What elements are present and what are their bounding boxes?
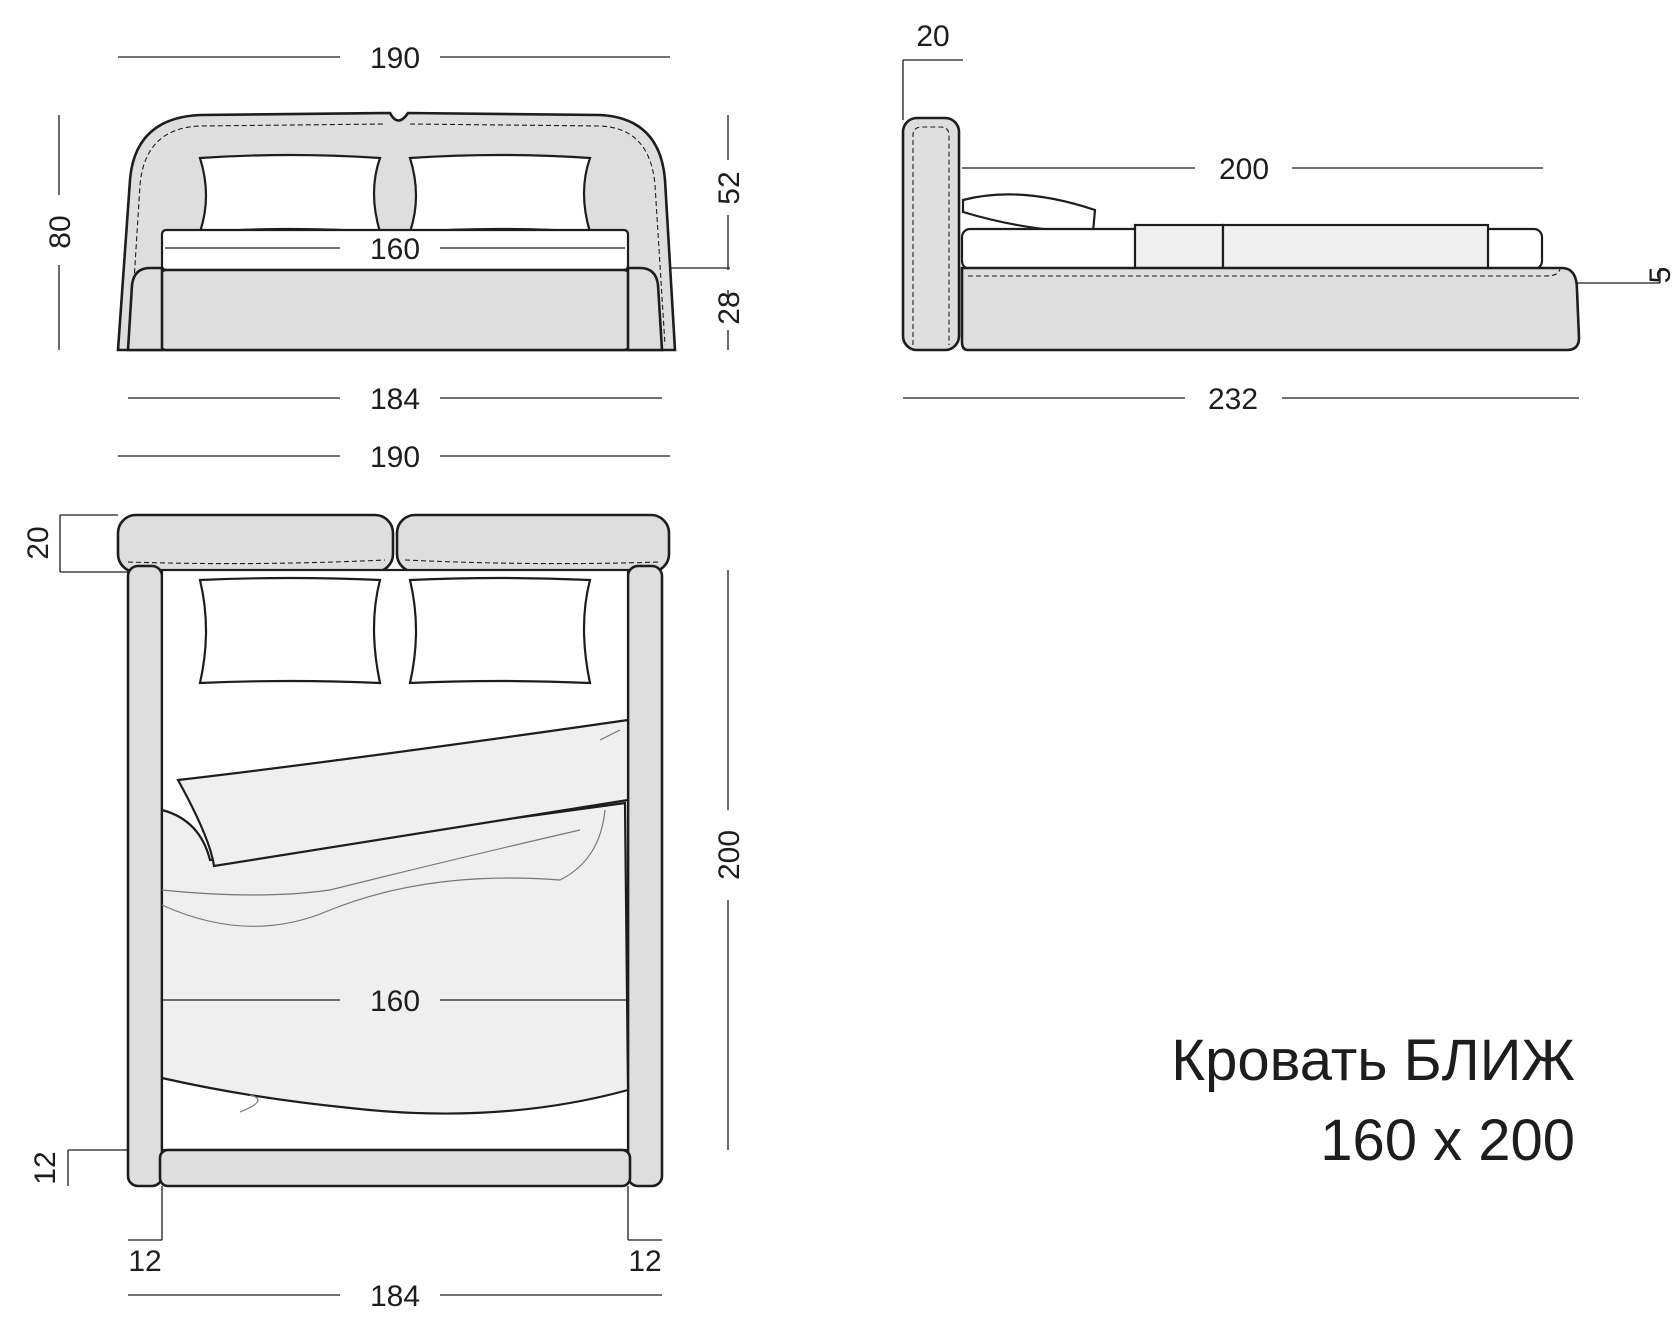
side-blanket [1221,223,1490,271]
front-base [158,268,632,352]
side-mattress-length: 200 [1219,153,1269,186]
side-blanket-fold [1133,223,1225,271]
top-headboard-depth: 20 [22,526,55,559]
top-headboard-left [116,513,395,574]
front-base-width: 184 [370,383,420,416]
side-overall-length: 232 [1208,383,1258,416]
front-headboard-height: 52 [713,171,746,204]
top-pillow-left [198,576,382,685]
front-view: 190 80 52 28 160 184 [44,42,746,416]
product-size: 160 x 200 [1320,1108,1575,1173]
top-blanket-fold [176,718,630,868]
top-side-rail-left [126,564,164,1188]
top-overall-width: 190 [370,441,420,474]
top-side-left-width: 12 [128,1245,161,1278]
side-overhang: 5 [1644,267,1677,284]
front-base-height: 28 [713,291,746,324]
front-side-left [126,266,164,352]
top-foot-rail-depth: 12 [29,1151,62,1184]
top-length: 200 [713,830,746,880]
top-blanket [160,801,630,1115]
top-foot-rail [158,1148,632,1188]
side-headboard-depth: 20 [916,20,949,53]
top-side-rail-right [626,564,664,1188]
product-name: Кровать БЛИЖ [1171,1028,1575,1093]
side-headboard [901,116,961,352]
front-mattress-width: 160 [370,233,420,266]
top-mattress-width: 160 [370,985,420,1018]
side-view: 20 200 5 232 [901,20,1677,416]
front-total-height: 80 [44,215,77,248]
front-side-right [626,266,664,352]
top-base-width: 184 [370,1280,420,1313]
front-pillow-left [198,153,382,234]
top-pillow-right [408,576,592,685]
top-side-right-width: 12 [628,1245,661,1278]
front-overall-width: 190 [370,42,420,75]
top-view: 190 20 160 200 [22,441,746,1313]
side-pillow [961,193,1097,234]
side-base [960,266,1581,352]
front-pillow-right [408,153,592,234]
